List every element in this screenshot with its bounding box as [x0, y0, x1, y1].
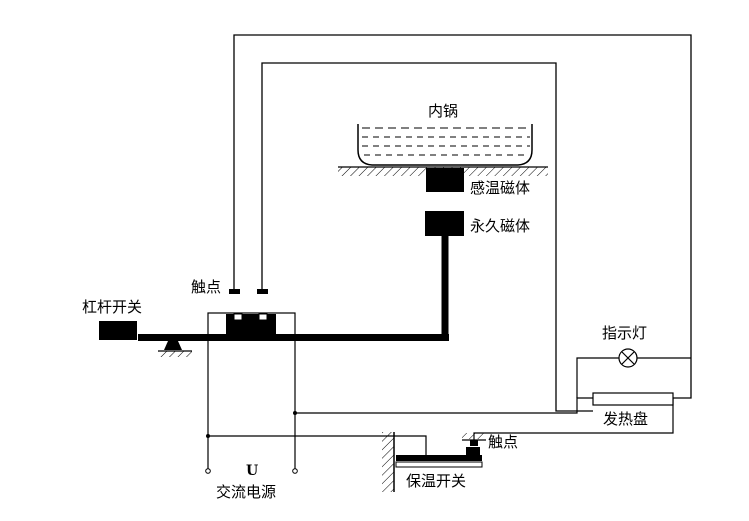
- right-contact-label: 触点: [488, 433, 518, 451]
- pot-label: 内锅: [428, 102, 458, 120]
- source-terminal-right: [292, 468, 298, 474]
- inner-wire-loop: [261, 62, 593, 412]
- inner-pot: [357, 124, 533, 166]
- lamp-wire: [576, 357, 619, 398]
- wire-to-heater: [295, 397, 593, 414]
- sensing-magnet: [426, 168, 464, 192]
- indicator-lamp: [618, 348, 638, 368]
- lever-fulcrum: [158, 341, 192, 357]
- sensing-magnet-label: 感温磁体: [470, 179, 530, 197]
- lever-bar: [138, 334, 449, 341]
- permanent-magnet-label: 永久磁体: [470, 217, 530, 235]
- wire-to-keep-warm: [208, 435, 427, 455]
- keep-warm-switch-label: 保温开关: [406, 472, 466, 490]
- lever-handle: [99, 321, 137, 340]
- top-contact-label: 触点: [191, 278, 221, 296]
- keep-warm-switch: [382, 432, 483, 492]
- top-contacts: [229, 289, 268, 294]
- heating-plate-label: 发热盘: [603, 410, 648, 428]
- heating-plate: [592, 392, 674, 406]
- outer-wire-loop: [233, 34, 692, 399]
- right-contact: [462, 433, 486, 446]
- indicator-lamp-label: 指示灯: [602, 324, 647, 342]
- voltage-symbol: U: [246, 463, 258, 479]
- ac-source-label: 交流电源: [216, 483, 276, 501]
- lever-switch-label: 杠杆开关: [82, 298, 142, 316]
- source-terminal-left: [205, 468, 211, 474]
- permanent-magnet: [425, 211, 464, 236]
